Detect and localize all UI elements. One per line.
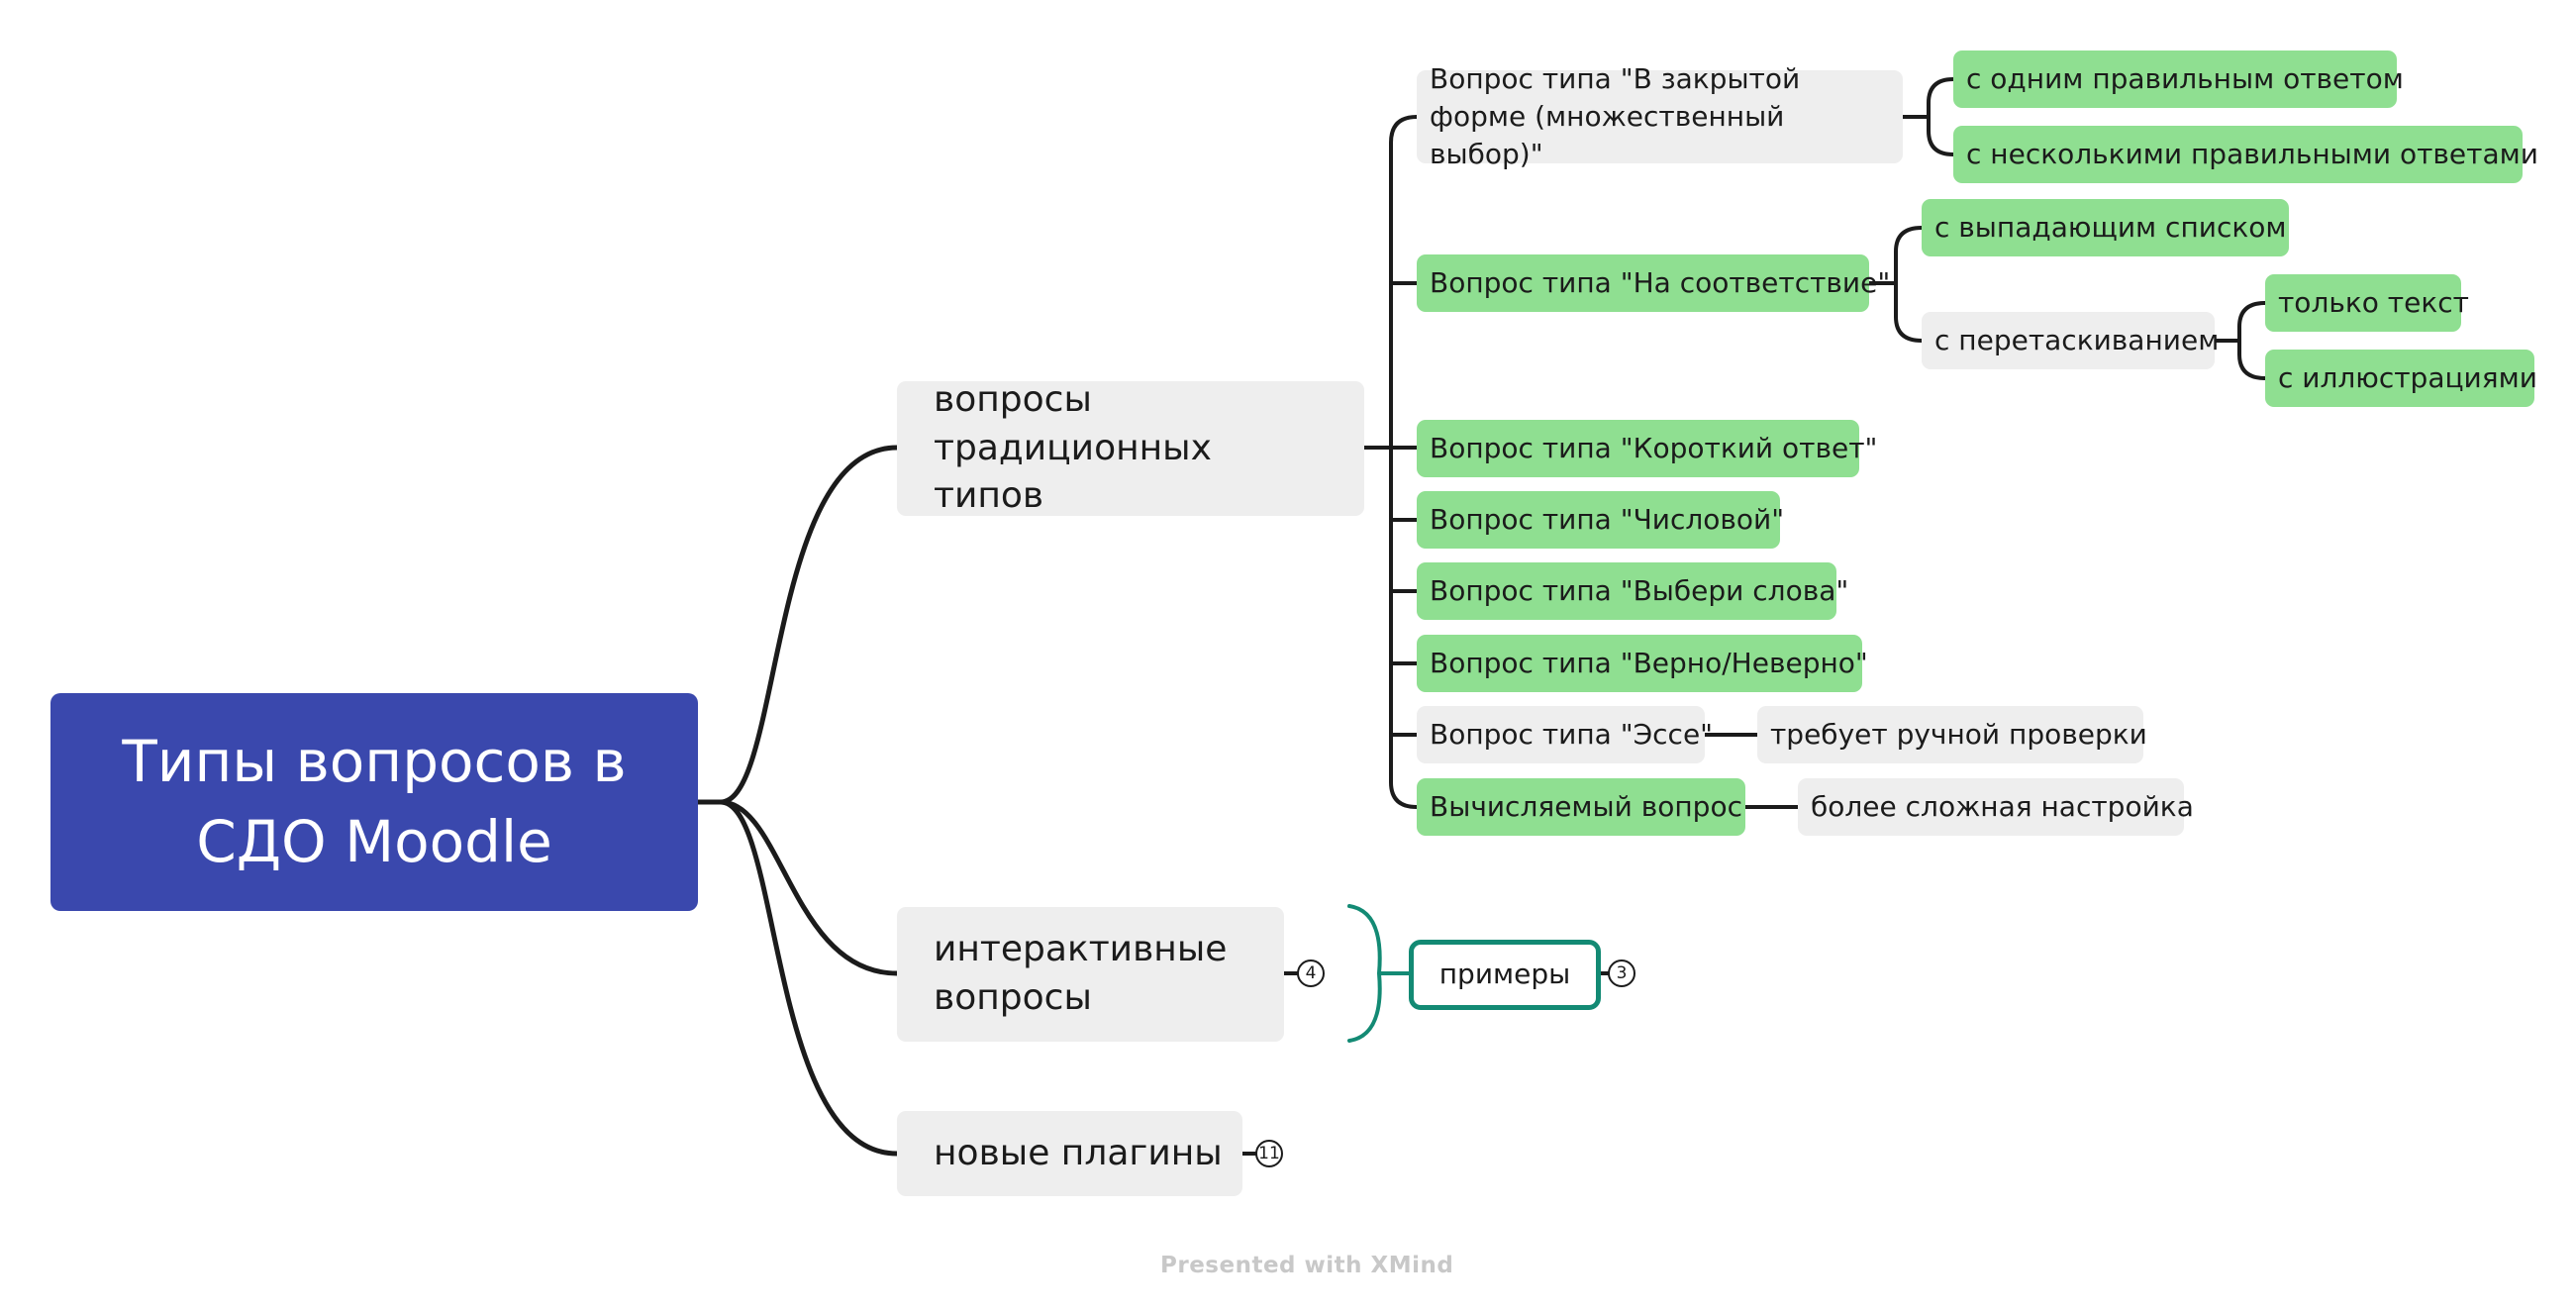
topic-interactive-questions[interactable]: интерактивные вопросы	[897, 907, 1284, 1042]
topic-interactive-questions-label: интерактивные вопросы	[934, 929, 1228, 1018]
subtopic-closed-form[interactable]: Вопрос типа "В закрытой форме (множестве…	[1417, 62, 1903, 170]
subtopic-text-only-label: только текст	[2278, 285, 2469, 319]
subtopic-calculated[interactable]: Вычисляемый вопрос	[1417, 778, 1745, 836]
topic-traditional-types-label: вопросы традиционных типов	[934, 379, 1212, 517]
subtopic-numerical[interactable]: Вопрос типа "Числовой"	[1417, 491, 1784, 549]
subtopic-short-answer-label: Вопрос типа "Короткий ответ"	[1430, 431, 1878, 464]
subtopic-select-words-label: Вопрос типа "Выбери слова"	[1430, 573, 1849, 607]
note-complex-setup-label: более сложная настройка	[1811, 789, 2194, 823]
central-topic[interactable]: Типы вопросов в СДО Moodle	[50, 693, 698, 911]
collapsed-count-examples: 3	[1616, 963, 1628, 983]
note-manual-check-label: требует ручной проверки	[1770, 717, 2147, 751]
subtopic-with-images[interactable]: с иллюстрациями	[2265, 350, 2537, 407]
subtopic-drag-drop[interactable]: с перетаскиванием	[1922, 312, 2219, 369]
subtopic-many-correct[interactable]: с несколькими правильными ответами	[1953, 126, 2538, 183]
topic-traditional-types[interactable]: вопросы традиционных типов	[897, 379, 1364, 516]
subtopic-numerical-label: Вопрос типа "Числовой"	[1430, 502, 1785, 536]
subtopic-essay[interactable]: Вопрос типа "Эссе"	[1417, 706, 1713, 763]
subtopic-essay-label: Вопрос типа "Эссе"	[1430, 717, 1714, 751]
subtopic-dropdown[interactable]: с выпадающим списком	[1922, 199, 2289, 256]
subtopic-with-images-label: с иллюстрациями	[2278, 360, 2537, 394]
watermark: Presented with XMind	[1160, 1253, 1454, 1278]
subtopic-text-only[interactable]: только текст	[2265, 274, 2469, 332]
subtopic-drag-drop-label: с перетаскиванием	[1934, 323, 2220, 356]
subtopic-true-false-label: Вопрос типа "Верно/Неверно"	[1430, 646, 1868, 679]
collapsed-count-badge-plugins[interactable]: 11	[1255, 1140, 1283, 1167]
boundary-examples[interactable]: примеры	[1409, 940, 1601, 1010]
subtopic-short-answer[interactable]: Вопрос типа "Короткий ответ"	[1417, 420, 1877, 477]
subtopic-dropdown-label: с выпадающим списком	[1934, 210, 2287, 244]
collapsed-count-plugins: 11	[1258, 1144, 1280, 1163]
boundary-examples-label: примеры	[1438, 958, 1571, 991]
subtopic-one-correct-label: с одним правильным ответом	[1966, 61, 2404, 95]
subtopic-true-false[interactable]: Вопрос типа "Верно/Неверно"	[1417, 635, 1868, 692]
subtopic-many-correct-label: с несколькими правильными ответами	[1966, 137, 2538, 170]
subtopic-matching-label: Вопрос типа "На соответствие"	[1430, 265, 1891, 299]
central-topic-label: Типы вопросов в СДО Moodle	[122, 727, 627, 875]
subtopic-one-correct[interactable]: с одним правильным ответом	[1953, 50, 2404, 108]
note-complex-setup[interactable]: более сложная настройка	[1798, 778, 2194, 836]
note-manual-check[interactable]: требует ручной проверки	[1757, 706, 2147, 763]
collapsed-count-badge-examples[interactable]: 3	[1608, 960, 1635, 987]
collapsed-count-interactive: 4	[1305, 963, 1317, 983]
subtopic-calculated-label: Вычисляемый вопрос	[1430, 789, 1742, 823]
subtopic-select-words[interactable]: Вопрос типа "Выбери слова"	[1417, 562, 1848, 620]
topic-new-plugins[interactable]: новые плагины	[897, 1111, 1242, 1196]
topic-new-plugins-label: новые плагины	[934, 1132, 1223, 1173]
collapsed-count-badge-interactive[interactable]: 4	[1297, 960, 1325, 987]
subtopic-closed-form-label: Вопрос типа "В закрытой форме (множестве…	[1430, 62, 1801, 170]
subtopic-matching[interactable]: Вопрос типа "На соответствие"	[1417, 254, 1890, 312]
